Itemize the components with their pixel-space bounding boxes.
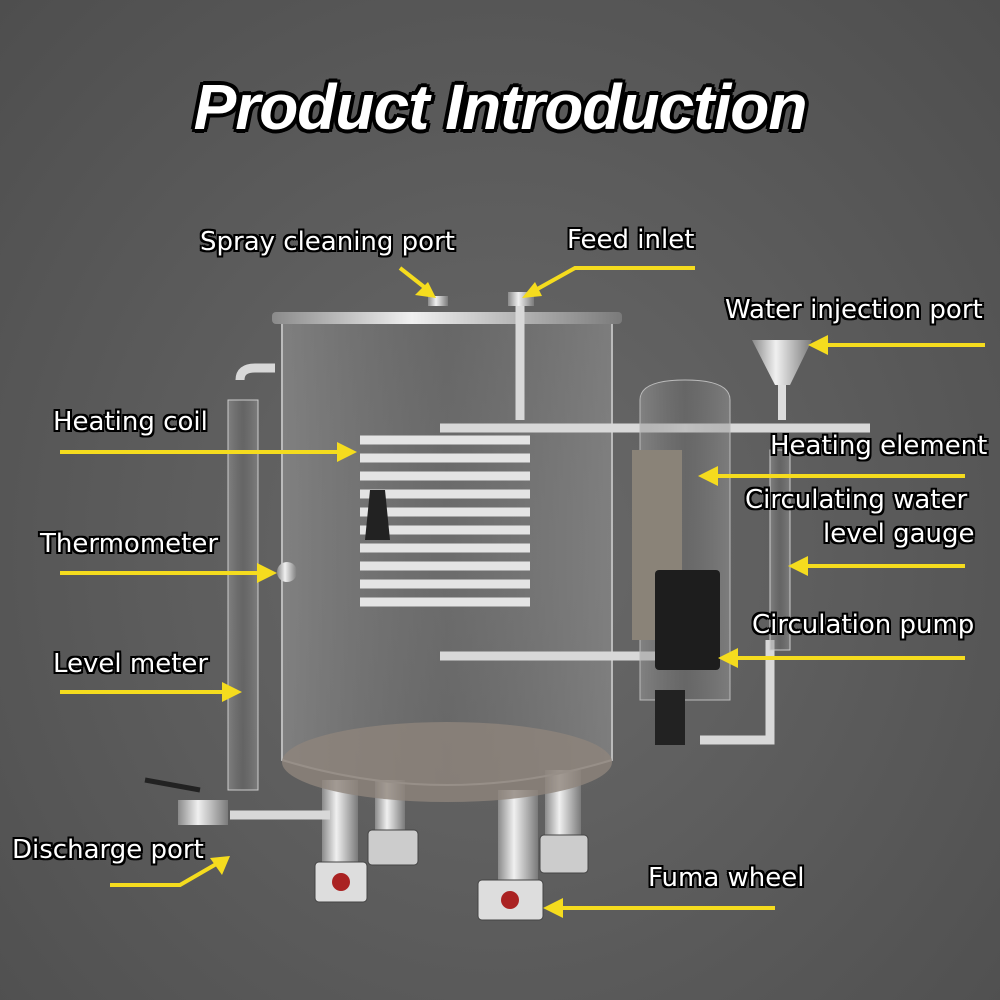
- label-heating-element: Heating element: [770, 431, 988, 461]
- label-spray-cleaning-port: Spray cleaning port: [200, 227, 455, 257]
- discharge-valve: [178, 800, 228, 825]
- heating-coil: [360, 435, 530, 607]
- label-thermometer: Thermometer: [40, 529, 219, 559]
- heating-element-tank: [632, 379, 731, 745]
- label-circulating-gauge-1: Circulating water: [745, 485, 968, 515]
- label-feed-inlet: Feed inlet: [567, 225, 695, 255]
- label-water-injection-port: Water injection port: [725, 295, 983, 325]
- label-circulation-pump: Circulation pump: [752, 610, 975, 640]
- label-discharge-port: Discharge port: [12, 835, 204, 865]
- page-title: Product Introduction: [193, 71, 808, 143]
- level-meter: [227, 399, 259, 791]
- thermometer: [277, 562, 297, 582]
- circulating-water-gauge: [769, 449, 791, 651]
- callout-arrows: [60, 266, 985, 910]
- arrowheads: [210, 282, 828, 918]
- circulation-pump: [655, 570, 720, 670]
- water-injection-funnel: [752, 340, 812, 385]
- label-heating-coil: Heating coil: [53, 407, 208, 437]
- logo-tag: [365, 490, 390, 540]
- label-fuma-wheel: Fuma wheel: [648, 863, 805, 893]
- label-level-meter: Level meter: [53, 649, 209, 679]
- fuma-wheels: [314, 829, 589, 921]
- spray-port: [428, 296, 448, 306]
- label-circulating-gauge-2: level gauge: [823, 519, 975, 549]
- main-tank: [272, 312, 622, 802]
